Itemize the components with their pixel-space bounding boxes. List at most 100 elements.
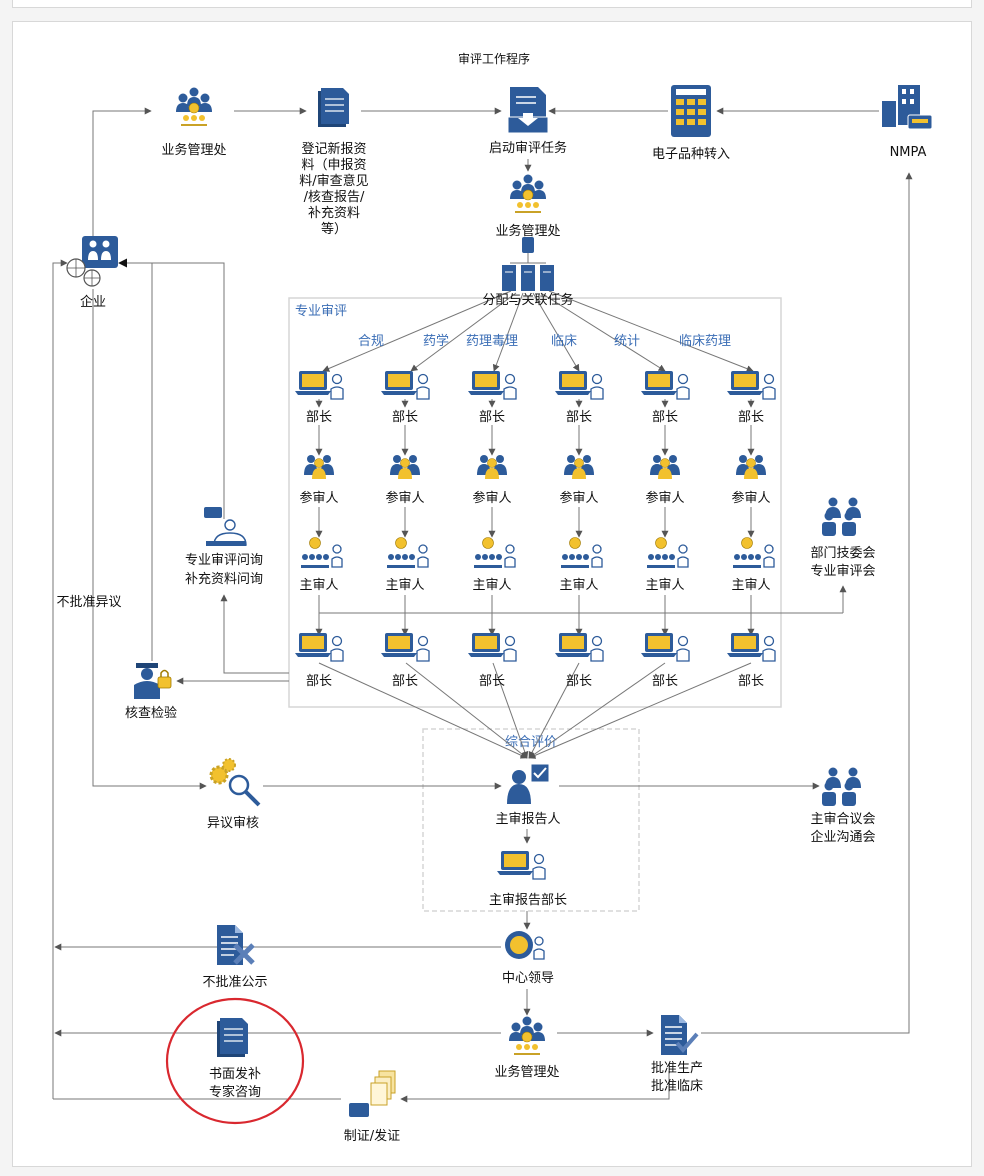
biz-management-mid-label: 业务管理处 [495, 223, 560, 239]
reviewer-icon [563, 454, 595, 480]
minister-final-icon [726, 632, 776, 662]
certificate-label: 制证/发证 [344, 1128, 400, 1144]
nmpa-label: NMPA [890, 145, 927, 160]
minister-final-icon [294, 632, 344, 662]
section-professional-label: 专业审评 [295, 304, 347, 319]
minister-final-label: 部长 [392, 674, 418, 689]
enterprise-label: 企业 [80, 294, 106, 310]
inspection-icon [134, 663, 172, 699]
chief-reviewer-label: 主审人 [645, 578, 684, 593]
reviewer-icon [476, 454, 508, 480]
minister-label: 部长 [306, 410, 332, 425]
biz-management-top-icon [175, 87, 213, 127]
minister-label: 部长 [479, 410, 505, 425]
chief-reviewer-label: 主审人 [385, 578, 424, 593]
connector-server-icon [522, 237, 534, 253]
approve-icon [660, 1014, 699, 1056]
chief-meeting-label-1: 主审合议会 [810, 812, 875, 827]
nmpa-building-icon [882, 85, 933, 130]
written-supp-icon [216, 1017, 249, 1058]
reject-notice-label: 不批准公示 [202, 975, 267, 990]
diagram-title: 审评工作程序 [458, 51, 530, 66]
minister-final-label: 部长 [566, 674, 592, 689]
svg-text:料（申报资: 料（申报资 [301, 158, 366, 173]
biz-management-bottom-icon [508, 1016, 546, 1056]
discipline-label: 临床 [551, 334, 577, 349]
minister-final-label: 部长 [738, 674, 764, 689]
start-task-icon [507, 87, 549, 134]
objection-review-label: 异议审核 [207, 816, 259, 831]
center-leader-icon [505, 931, 545, 960]
minister-final-icon [380, 632, 430, 662]
chief-reviewer-icon [646, 536, 689, 569]
chief-reviewer-label: 主审人 [559, 578, 598, 593]
section-comprehensive-label: 综合评价 [505, 735, 557, 750]
chief-reviewer-icon [732, 536, 775, 569]
written-supp-label-2: 专家咨询 [209, 1084, 261, 1100]
assign-task-label: 分配与关联任务 [482, 292, 573, 308]
minister-icon [294, 370, 344, 400]
reviewer-label: 参审人 [645, 490, 684, 506]
chief-reviewer-icon [473, 536, 516, 569]
chief-meeting-icon [822, 767, 861, 806]
register-docs-label: 登记新报资 料（申报资 料/审查意见 /核查报告/ 补充资料 等） [299, 141, 368, 237]
diagram-canvas: 审评工作程序 专业审评 综合评价 [12, 21, 972, 1167]
minister-label: 部长 [392, 410, 418, 425]
chief-meeting-label-2: 企业沟通会 [810, 829, 875, 845]
chief-reporter-label: 主审报告人 [495, 812, 560, 827]
approve-label-2: 批准临床 [651, 1079, 703, 1094]
minister-icon [640, 370, 690, 400]
minister-final-label: 部长 [479, 674, 505, 689]
biz-management-bottom-label: 业务管理处 [494, 1064, 559, 1080]
start-task-label: 启动审评任务 [489, 140, 567, 156]
minister-final-label: 部长 [652, 674, 678, 689]
discipline-label: 统计 [614, 334, 640, 349]
e-transfer-label: 电子品种转入 [652, 147, 730, 162]
minister-icon [467, 370, 517, 400]
reviewer-icon [735, 454, 767, 480]
chief-reviewer-icon [560, 536, 603, 569]
comprehensive-eval-box [422, 728, 640, 912]
discipline-columns: 合规部长参审人主审人部长药学部长参审人主审人部长药理毒理部长参审人主审人部长临床… [294, 333, 776, 689]
tech-committee-label-2: 专业审评会 [810, 564, 875, 579]
chief-reporter-head-label: 主审报告部长 [489, 893, 567, 908]
svg-text:/核查报告/: /核查报告/ [304, 190, 365, 205]
chief-reporter-head-icon [496, 850, 546, 880]
inspection-label: 核查检验 [125, 705, 177, 721]
inquiry-icon [204, 507, 247, 546]
reject-notice-icon [216, 924, 255, 966]
discipline-label: 合规 [358, 334, 384, 349]
register-docs-icon [317, 87, 350, 128]
minister-icon [726, 370, 776, 400]
minister-label: 部长 [652, 410, 678, 425]
minister-icon [554, 370, 604, 400]
minister-final-label: 部长 [306, 674, 332, 689]
professional-review-box [288, 297, 782, 708]
reviewer-icon [303, 454, 335, 480]
reviewer-icon [649, 454, 681, 480]
minister-icon [380, 370, 430, 400]
objection-review-icon [209, 758, 261, 807]
inquiry-label-2: 补充资料问询 [185, 571, 263, 587]
chief-reviewer-icon [300, 536, 343, 569]
reviewer-label: 参审人 [385, 490, 424, 506]
connectors [52, 107, 913, 1103]
chief-reviewer-label: 主审人 [299, 578, 338, 593]
center-leader-label: 中心领导 [502, 971, 554, 986]
e-transfer-icon [671, 85, 711, 137]
minister-final-icon [467, 632, 517, 662]
minister-final-icon [640, 632, 690, 662]
minister-label: 部长 [566, 410, 592, 425]
approve-label-1: 批准生产 [651, 1061, 703, 1076]
chief-reporter-icon [507, 763, 550, 804]
reviewer-label: 参审人 [299, 490, 338, 506]
certificate-icon [349, 1070, 396, 1117]
reviewer-icon [389, 454, 421, 480]
chief-reviewer-label: 主审人 [731, 578, 770, 593]
biz-management-mid-icon [509, 174, 547, 214]
